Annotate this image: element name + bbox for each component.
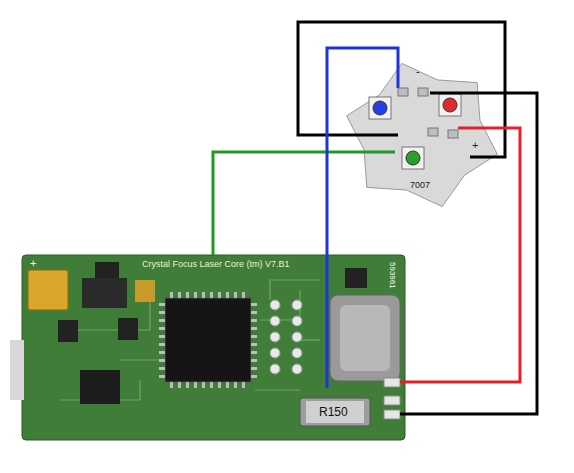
- led-package: [402, 147, 424, 169]
- pcb: [22, 255, 405, 440]
- led-package: [369, 97, 391, 119]
- inductor: [330, 295, 400, 381]
- microcontroller: [165, 298, 251, 382]
- resistor-value: R150: [319, 406, 348, 418]
- led-die: [406, 151, 420, 165]
- led-die: [373, 101, 387, 115]
- polarity-mark: +: [30, 258, 36, 269]
- ic: [345, 268, 367, 288]
- serial-number: 593961: [388, 262, 396, 289]
- ic: [58, 320, 78, 342]
- tantalum-capacitor: [28, 270, 68, 310]
- terminal: [384, 410, 400, 419]
- pins: [159, 292, 257, 388]
- terminal: [384, 378, 400, 387]
- black-wire: [298, 22, 505, 157]
- capacitor: [135, 280, 155, 302]
- wire: [400, 93, 537, 414]
- wire: [213, 152, 395, 255]
- pads: [270, 300, 302, 374]
- inductor-top: [340, 305, 390, 371]
- solder-pad: [398, 88, 408, 96]
- resistor-body: [306, 401, 364, 423]
- wire: [327, 48, 398, 388]
- polarity-mark: +: [472, 140, 478, 151]
- ic: [118, 318, 138, 340]
- terminal: [384, 396, 400, 405]
- board-title: Crystal Focus Laser Core (tm) V7.B1: [140, 259, 292, 269]
- ic: [80, 370, 120, 404]
- polarity-mark: -: [416, 66, 420, 77]
- led-die: [443, 98, 457, 112]
- wire: [400, 128, 520, 382]
- part-number: 7007: [408, 180, 432, 190]
- solder-pad: [448, 130, 458, 138]
- regulator-tab: [82, 278, 127, 308]
- resistor: [300, 398, 370, 426]
- led-package: [439, 94, 461, 116]
- solder-pad: [428, 128, 438, 136]
- edge-contact: [10, 340, 24, 400]
- solder-pad: [418, 88, 428, 96]
